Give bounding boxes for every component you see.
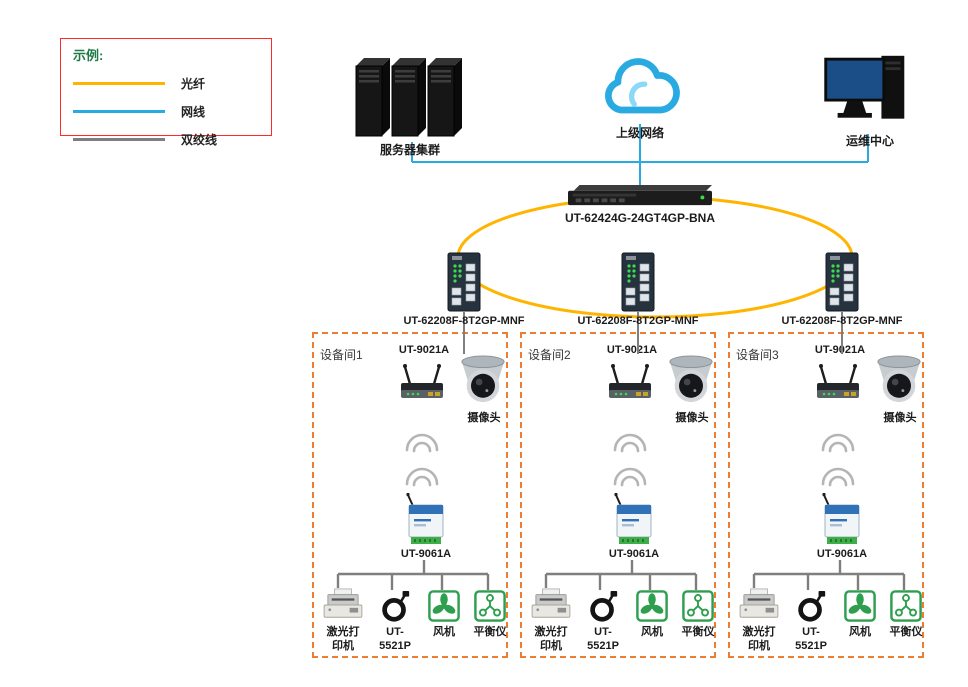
legend-item-label: 光纤 <box>181 77 206 91</box>
edge-switch-icon <box>825 252 859 312</box>
device-label-printer: 激光打印机 <box>326 626 360 652</box>
equipment-room-3: 设备间3 UT-9021A 摄像头 UT-9061A 激光打 <box>728 332 924 658</box>
equipment-room-2: 设备间2 UT-9021A 摄像头 UT-9061A 激光打 <box>520 332 716 658</box>
ops-center-icon <box>824 52 916 132</box>
device-label-printer: 激光打印机 <box>742 626 776 652</box>
gateway-label: UT-9061A <box>608 548 660 560</box>
edge-switch-icon <box>621 252 655 312</box>
device-label-printer: 激光打印机 <box>534 626 568 652</box>
gateway-label: UT-9061A <box>816 548 868 560</box>
twisted-pair-line-swatch <box>73 138 165 141</box>
ethernet-lines <box>411 124 869 186</box>
legend-item-twisted-pair: 双绞线 <box>73 131 261 148</box>
legend-item-label: 双绞线 <box>181 133 218 147</box>
legend-item-fiber: 光纤 <box>73 75 261 92</box>
room-name: 设备间3 <box>736 348 779 362</box>
device-label-fan: 风机 <box>641 626 663 638</box>
fiber-line-swatch <box>73 82 165 85</box>
room-name: 设备间1 <box>320 348 363 362</box>
device-label-ut5521p: UT-5521P <box>795 626 827 652</box>
edge-switch-label: UT-62208F-8T2GP-MNF <box>577 315 699 327</box>
server-cluster-label: 服务器集群 <box>379 143 440 157</box>
device-label-balance: 平衡仪 <box>889 626 923 638</box>
ops-center-label: 运维中心 <box>845 134 894 148</box>
camera-label: 摄像头 <box>467 412 501 424</box>
gateway-label: UT-9061A <box>400 548 452 560</box>
ap-label: UT-9021A <box>606 344 658 356</box>
core-switch-label: UT-62424G-24GT4GP-BNA <box>564 211 716 225</box>
legend-title: 示例: <box>73 48 104 63</box>
room3-bus-lines <box>752 560 906 590</box>
edge-switch-icon <box>447 252 481 312</box>
camera-label: 摄像头 <box>883 412 917 424</box>
ap-label: UT-9021A <box>814 344 866 356</box>
equipment-room-1: 设备间1 UT-9021A 摄像头 UT-9061A 激光打 <box>312 332 508 658</box>
ethernet-line-swatch <box>73 110 165 113</box>
device-label-balance: 平衡仪 <box>681 626 715 638</box>
device-label-balance: 平衡仪 <box>473 626 507 638</box>
device-label-fan: 风机 <box>849 626 871 638</box>
legend-item-ethernet: 网线 <box>73 103 261 120</box>
upper-network-label: 上级网络 <box>615 126 664 140</box>
room1-bus-lines <box>336 560 490 590</box>
core-switch-icon <box>568 184 712 209</box>
camera-label: 摄像头 <box>675 412 709 424</box>
ap-label: UT-9021A <box>398 344 450 356</box>
legend-item-label: 网线 <box>181 105 206 119</box>
switch-drop-lines <box>463 312 843 354</box>
server-cluster-icon <box>352 50 470 142</box>
device-label-fan: 风机 <box>433 626 455 638</box>
legend: 示例: 光纤 网线 双绞线 <box>60 38 272 147</box>
cloud-icon <box>594 54 686 120</box>
room-name: 设备间2 <box>528 348 571 362</box>
room2-bus-lines <box>544 560 698 590</box>
device-label-ut5521p: UT-5521P <box>587 626 619 652</box>
device-label-ut5521p: UT-5521P <box>379 626 411 652</box>
edge-switch-label: UT-62208F-8T2GP-MNF <box>403 315 525 327</box>
edge-switch-label: UT-62208F-8T2GP-MNF <box>781 315 903 327</box>
